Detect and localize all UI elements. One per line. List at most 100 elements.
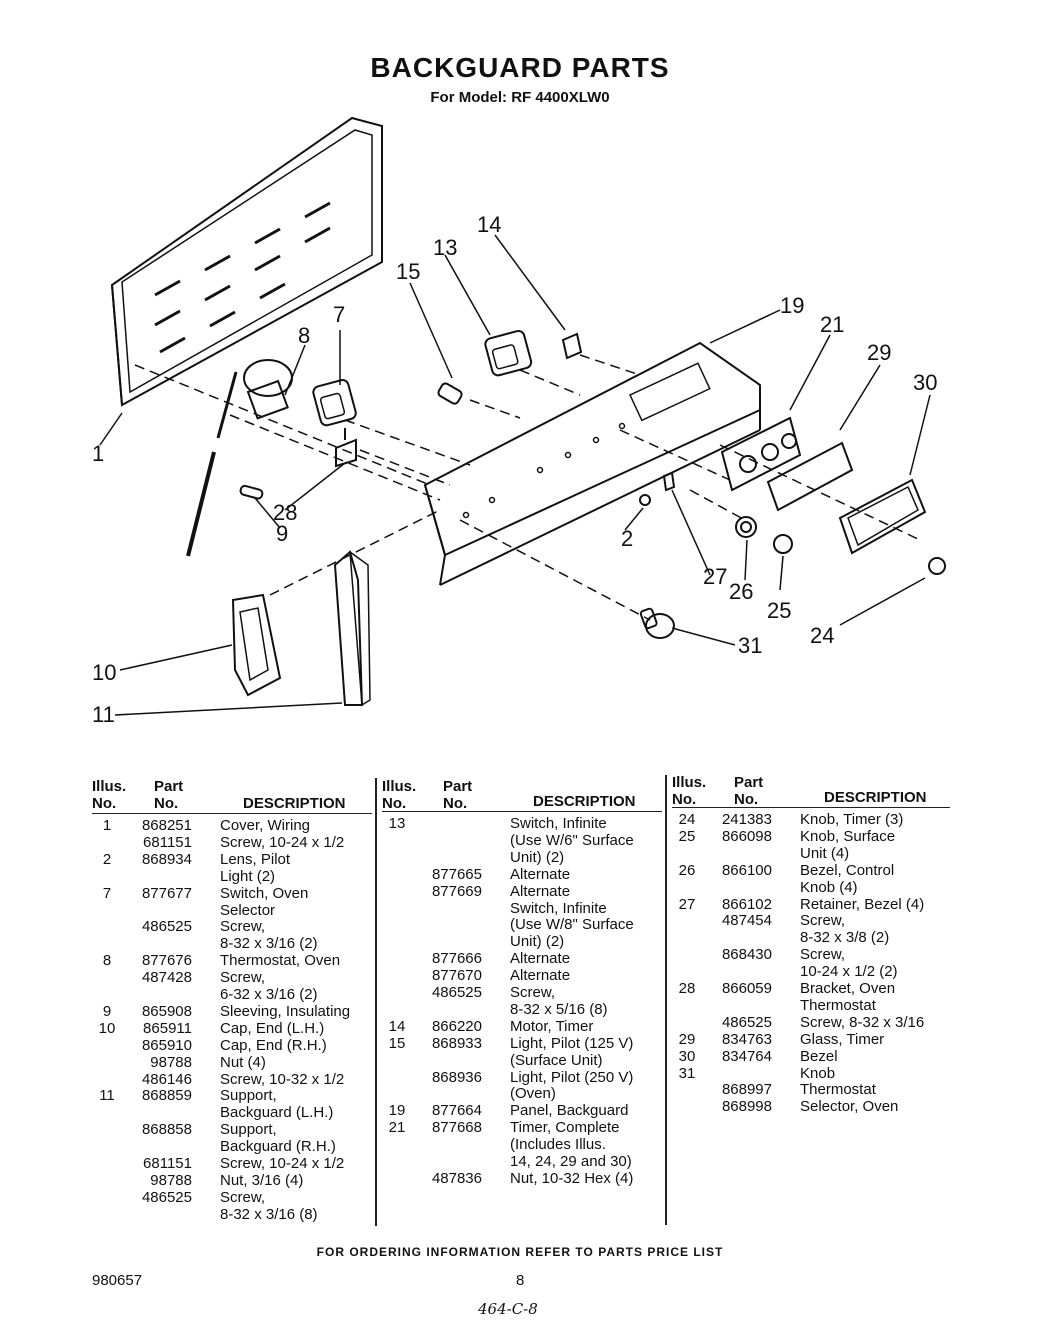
illus-number: 19 [388, 1102, 406, 1120]
callout-21: 21 [820, 312, 844, 337]
timer-knob-part [928, 557, 946, 575]
illus-number: 21 [388, 1119, 406, 1137]
illus-number: 7 [102, 884, 112, 902]
part-number: 865908 [141, 1002, 192, 1020]
part-number: 98788 [150, 1053, 192, 1071]
part-description: Support, [220, 1087, 277, 1105]
part-description: (Surface Unit) [510, 1051, 603, 1069]
description-header: DESCRIPTION [824, 789, 927, 806]
part-number: 877665 [431, 865, 482, 883]
illus-number: 9 [102, 1002, 112, 1020]
part-description: Switch, Infinite [510, 899, 607, 917]
part-description: Retainer, Bezel (4) [800, 895, 925, 913]
part-description: Panel, Backguard [510, 1102, 629, 1120]
callout-15: 15 [396, 259, 420, 284]
column-divider [665, 775, 667, 1225]
part-description: Knob (4) [800, 878, 858, 896]
part-description: (Use W/8" Surface [510, 916, 634, 934]
page-title: BACKGUARD PARTS [370, 52, 670, 83]
part-description: Knob, Timer (3) [800, 811, 904, 828]
part-number: 868997 [721, 1081, 772, 1099]
part-description: Thermostat [800, 1081, 876, 1099]
illus-number: 15 [388, 1034, 406, 1052]
part-number: 487428 [141, 969, 192, 987]
bezel-retainer-part [662, 471, 676, 492]
callout-31: 31 [738, 633, 762, 658]
part-number: 486525 [721, 1013, 772, 1031]
part-number: 868251 [141, 817, 192, 834]
part-number: 866098 [721, 827, 772, 845]
oven-knob-part [639, 607, 675, 639]
callout-24: 24 [810, 623, 834, 648]
column-divider [375, 778, 377, 1226]
header-rule [92, 813, 372, 814]
part-number: 486146 [141, 1070, 192, 1088]
part-description: Switch, Oven [220, 884, 309, 902]
callout-11: 11 [92, 702, 115, 727]
callout-10: 10 [92, 660, 116, 685]
part-number: 868998 [721, 1098, 772, 1116]
infinite-switch-part [484, 329, 533, 377]
part-description: Alternate [510, 950, 571, 968]
lens-part [639, 494, 651, 506]
part-description: Selector [220, 901, 276, 919]
part-description: Knob [800, 1064, 836, 1082]
callout-29: 29 [867, 340, 891, 365]
ordering-footer: FOR ORDERING INFORMATION REFER TO PARTS … [316, 1245, 724, 1259]
handwritten-note: 464-C-8 [478, 1300, 538, 1318]
thermostat-bracket-part [335, 428, 357, 468]
callout-1: 1 [92, 441, 104, 466]
illus-number: 1 [102, 817, 112, 834]
part-number: 865910 [141, 1036, 192, 1054]
part-number: 868934 [141, 850, 192, 868]
part-description: Knob, Surface [800, 827, 896, 845]
part-number: 241383 [721, 811, 772, 828]
timer-glass-part [766, 441, 854, 512]
header-rule [382, 811, 662, 812]
illus-number: 29 [678, 1030, 696, 1048]
exploded-parts-diagram: 1 2 7 8 9 10 11 13 14 15 19 21 24 25 26 … [92, 116, 946, 727]
illus-number: 28 [678, 980, 696, 997]
illus-number: 27 [678, 895, 696, 913]
part-description: Unit (4) [800, 844, 850, 862]
part-number: 877670 [431, 967, 482, 985]
part-description: Cover, Wiring [220, 817, 311, 834]
part-number: 877677 [141, 884, 192, 902]
part-number: 868933 [431, 1034, 482, 1052]
part-number: 866100 [721, 861, 772, 879]
callout-7: 7 [333, 302, 345, 327]
part-number: 486525 [141, 1188, 192, 1206]
part-number: 681151 [143, 1155, 192, 1172]
timer-part [720, 416, 802, 492]
part-description: Unit) (2) [510, 933, 565, 951]
part-description: 8-32 x 3/16 (8) [220, 1205, 318, 1223]
part-description: 8-32 x 3/16 (2) [220, 935, 318, 953]
part-description: Alternate [510, 865, 571, 883]
wiring-cover-part [110, 116, 383, 407]
part-description: Screw, [220, 918, 266, 936]
callout-19: 19 [780, 293, 804, 318]
part-description: Nut, 10-32 Hex (4) [510, 1169, 634, 1187]
illus-header: Illus.No. [92, 778, 127, 812]
part-description: Support, [220, 1121, 277, 1139]
part-number: 834763 [721, 1030, 772, 1048]
part-description: Screw, [800, 946, 846, 964]
callout-25: 25 [767, 598, 791, 623]
part-description: Selector, Oven [800, 1098, 899, 1116]
part-description: Nut, 3/16 (4) [220, 1171, 304, 1189]
part-number: 868430 [721, 946, 772, 964]
callout-13: 13 [433, 235, 457, 260]
illus-number: 31 [678, 1064, 696, 1082]
part-number: 487836 [431, 1169, 482, 1187]
part-description: Screw, [510, 984, 556, 1001]
illus-number: 30 [678, 1047, 696, 1065]
part-number: 681151 [143, 833, 192, 851]
description-header: DESCRIPTION [243, 795, 346, 812]
part-description: Screw, [220, 1188, 266, 1206]
part-description: Timer, Complete [510, 1119, 620, 1137]
part-number: 486525 [431, 984, 482, 1001]
timer-motor-part [561, 332, 583, 360]
part-description: Light (2) [220, 867, 276, 885]
